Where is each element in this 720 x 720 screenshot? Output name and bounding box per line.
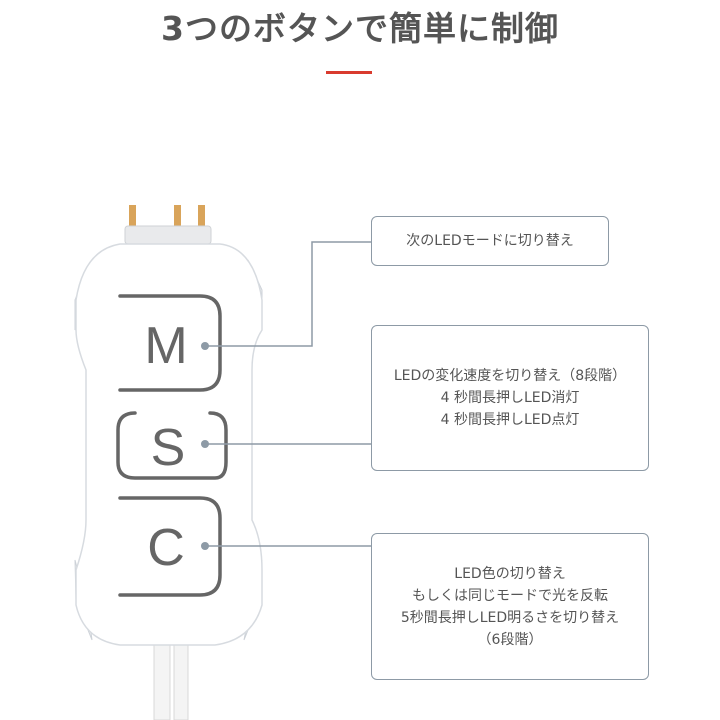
s-button-frame: [116, 411, 228, 480]
cable: [153, 639, 171, 720]
s-callout-line: 4 秒間長押しLED消灯: [440, 390, 580, 406]
c-button-label: C: [147, 519, 185, 577]
c-callout-line: もしくは同じモードで光を反転: [412, 587, 608, 604]
c-callout-line: （6段階）: [477, 631, 543, 648]
s-callout-line: LEDの変化速度を切り替え（8段階）: [393, 368, 627, 384]
s-callout-line: 4 秒間長押しLED点灯: [440, 412, 580, 428]
title-accent-line: [326, 71, 372, 74]
c-callout-line: LED色の切り替え: [454, 565, 566, 582]
c-callout-line: 5秒間長押しLED明るさを切り替え: [400, 609, 620, 626]
c-callout: LED色の切り替え もしくは同じモードで光を反転 5秒間長押しLED明るさを切り…: [371, 533, 649, 680]
m-button-label: M: [144, 317, 187, 375]
m-callout-line: 次のLEDモードに切り替え: [406, 233, 574, 249]
connector-pins: [124, 205, 212, 245]
m-callout: 次のLEDモードに切り替え: [371, 216, 609, 266]
m-leader-line: [205, 241, 372, 347]
m-button-frame: [118, 294, 222, 392]
s-callout: LEDの変化速度を切り替え（8段階） 4 秒間長押しLED消灯 4 秒間長押しL…: [371, 325, 649, 471]
page-title: 3つのボタンで簡単に制御: [161, 9, 559, 48]
controller-body: [75, 243, 263, 646]
s-button-label: S: [151, 419, 186, 477]
